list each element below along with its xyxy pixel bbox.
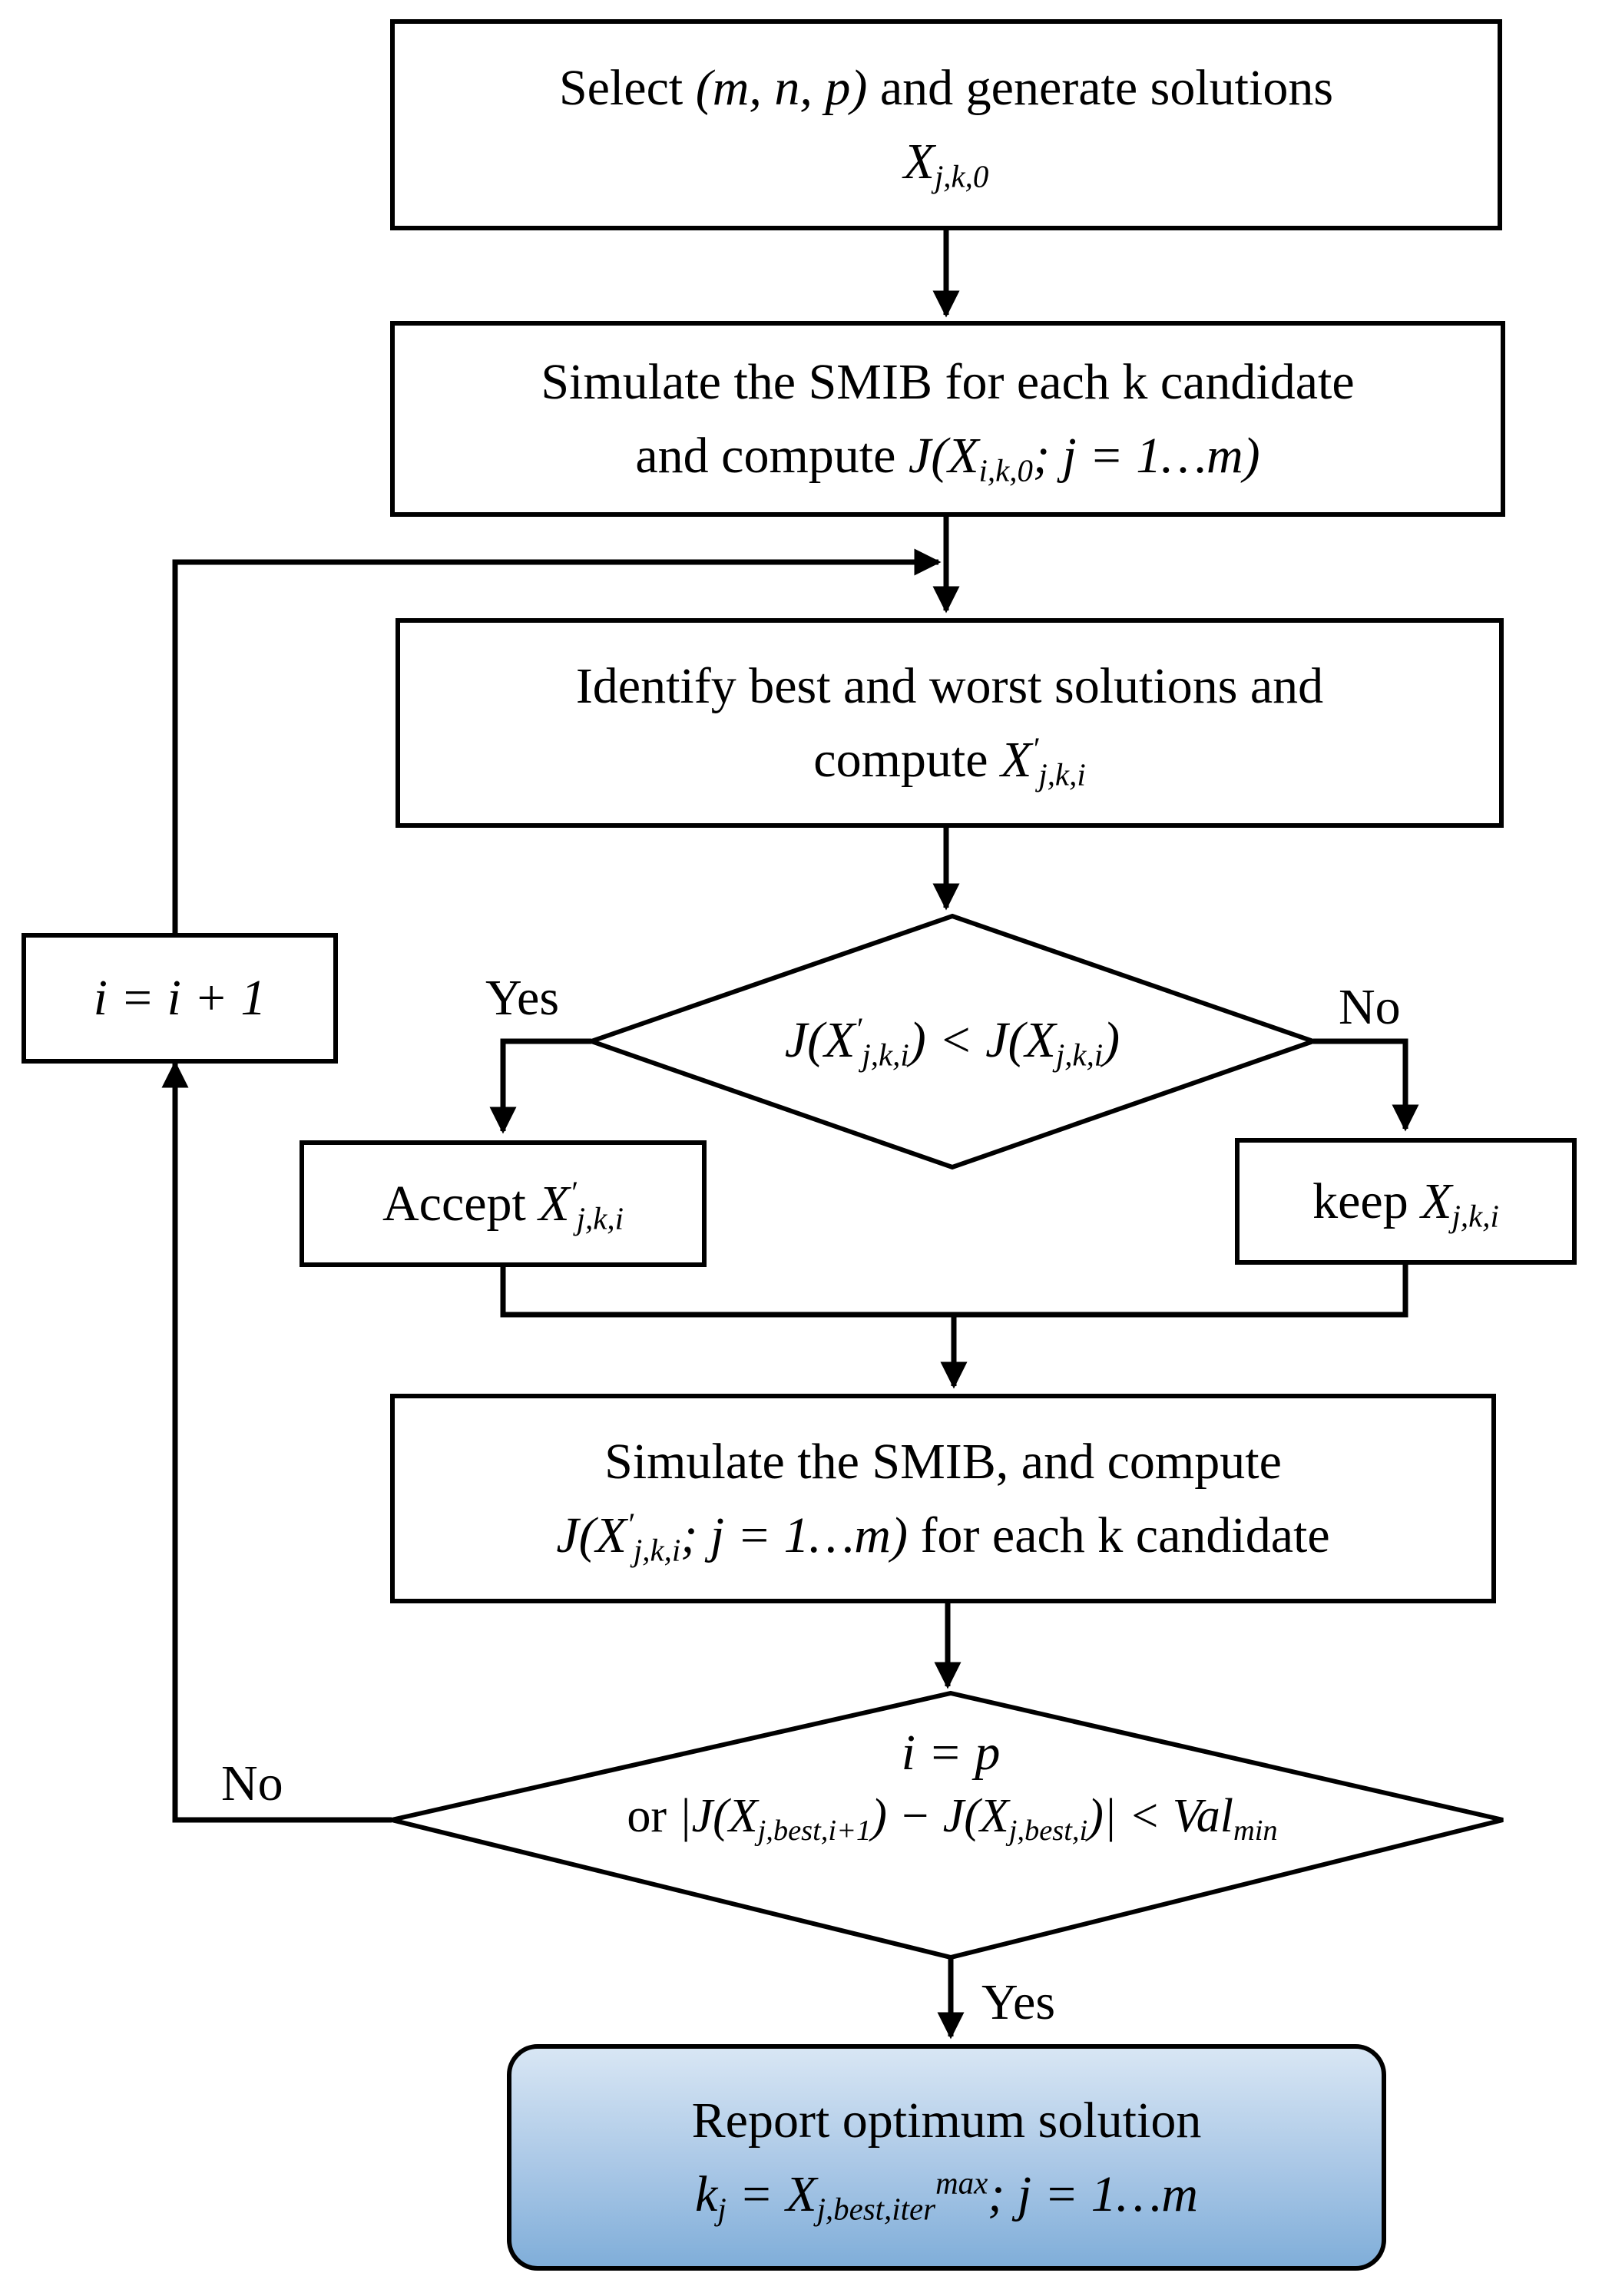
step2-prefix: and compute [635,427,909,484]
arrow-decision1-yes [489,1038,591,1134]
decision2-no-label: No [221,1755,283,1811]
decision1-condition: J(X′j,k,i) < J(Xj,k,i) [668,1007,1236,1074]
step-select-generate: Select (m, n, p) and generate solutions … [390,19,1502,230]
step3-var-sup: ′ [1031,731,1039,766]
decision1-sup-a: ′ [855,1011,862,1047]
step3-prefix: compute [813,731,1001,788]
decision1-yes-label: Yes [485,970,560,1026]
step4-line1: Simulate the SMIB, and compute [604,1433,1282,1490]
step2-sub: i,k,0 [978,452,1033,488]
accept-var-sup: ′ [569,1175,577,1210]
step2-math-b: ; j = 1…m) [1032,427,1260,484]
arrow-decision2-no [161,1060,392,1823]
keep-var-sub: j,k,i [1451,1199,1499,1234]
step2-math-a: J(X [908,427,979,484]
step3-var-sub: j,k,i [1038,756,1086,792]
result-sup-b: max [935,2165,988,2200]
accept-box: Accept X′j,k,i [300,1140,707,1267]
step1-line1: Select (m, n, p) and generate solutions [559,51,1333,125]
step-simulate-recompute: Simulate the SMIB, and compute J(X′j,k,i… [390,1394,1496,1603]
decision2-condition-line2: or |J(Xj,best,i+1) − J(Xj,best,i)| < Val… [492,1785,1413,1848]
result-line1: Report optimum solution [691,2092,1202,2149]
accept-prefix: Accept [382,1175,539,1232]
decision1-diamond [584,913,1321,1170]
decision2-yes-label: Yes [981,1974,1056,2030]
step4-suffix: for each k candidate [907,1507,1330,1563]
decision2-or: or [627,1790,679,1842]
decision2-condition-line1: i = p [901,1725,1001,1781]
result-math-a: k [695,2165,718,2222]
keep-box: keep Xj,k,i [1235,1138,1577,1265]
decision2-sub-a: j,best,i+1 [757,1814,872,1847]
keep-line: keep Xj,k,i [1312,1165,1499,1239]
arrow-loop-back [172,548,942,933]
step4-sup: ′ [626,1507,634,1541]
decision1-math-end: ) [1103,1012,1120,1068]
decision1-math-mid: ) < J(X [909,1012,1056,1068]
step1-var-main: X [903,133,935,190]
step-simulate-compute: Simulate the SMIB for each k candidate a… [390,321,1505,517]
decision2-math-c: )| < Val [1087,1790,1233,1842]
increment-text: i = i + 1 [93,970,266,1027]
accept-var-main: X [538,1175,570,1232]
step3-line1: Identify best and worst solutions and [575,657,1324,714]
report-optimum-box: Report optimum solution kj = Xj,best,ite… [507,2044,1386,2271]
keep-var-main: X [1421,1173,1452,1229]
result-math-c: ; j = 1…m [988,2165,1198,2222]
result-line2: kj = Xj,best,itermax; j = 1…m [695,2158,1198,2231]
decision1-math-a: J(X [784,1012,856,1068]
step1-math: (m, n, p) [695,59,868,116]
step1-var-sub: j,k,0 [934,158,989,194]
accept-line: Accept X′j,k,i [382,1167,624,1241]
step4-math-b: ; j = 1…m) [680,1507,908,1563]
keep-prefix: keep [1312,1173,1422,1229]
result-math-b: = X [726,2165,817,2222]
step1-prefix: Select [558,59,696,116]
decision2-sub-c: min [1233,1814,1278,1847]
step3-line2: compute X′j,k,i [813,723,1085,797]
result-sub-a: j [717,2191,727,2226]
step1-suffix: and generate solutions [867,59,1334,116]
decision2-math-mid: ) − J(X [871,1790,1009,1842]
step4-sub: j,k,i [633,1532,681,1567]
decision1-sub-a: j,k,i [862,1037,909,1073]
decision1-no-label: No [1339,979,1401,1035]
step-identify-best-worst: Identify best and worst solutions and co… [396,618,1504,828]
step2-line1: Simulate the SMIB for each k candidate [541,353,1355,410]
increment-box: i = i + 1 [22,933,338,1064]
accept-var-sub: j,k,i [576,1201,624,1236]
step1-var: Xj,k,0 [904,125,989,199]
decision1-sub-b: j,k,i [1055,1037,1104,1073]
step4-math-a: J(X [556,1507,627,1563]
merge-line [500,1265,1408,1318]
arrow-decision1-no [1313,1038,1419,1132]
decision2-sub-b: j,best,i [1008,1814,1088,1847]
step3-var-main: X [1001,731,1032,788]
step4-line2: J(X′j,k,i; j = 1…m) for each k candidate [556,1499,1329,1573]
step2-line2: and compute J(Xi,k,0; j = 1…m) [635,419,1259,493]
decision2-math-a: |J(X [678,1790,758,1842]
result-sub-b: j,best,iter [816,2191,936,2226]
